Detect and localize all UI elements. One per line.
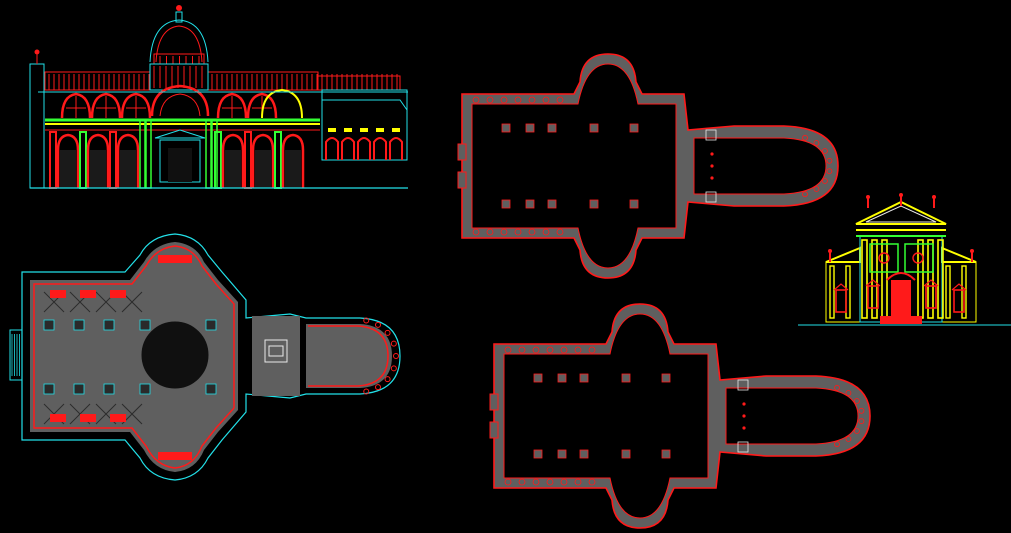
front-facade-drawing bbox=[798, 193, 1011, 326]
section-roofline bbox=[44, 63, 401, 91]
section-arches bbox=[60, 84, 303, 119]
section-cupola bbox=[149, 5, 209, 65]
section-side-wing bbox=[321, 89, 408, 161]
section-entablature bbox=[38, 91, 408, 131]
outline-plan-top-drawing bbox=[457, 53, 839, 279]
section-ground bbox=[29, 49, 408, 189]
detailed-floor-plan-drawing bbox=[9, 233, 401, 481]
section-elevation-drawing bbox=[29, 5, 408, 189]
section-arcade bbox=[49, 119, 305, 189]
outline-plan-bottom-drawing bbox=[489, 303, 871, 529]
